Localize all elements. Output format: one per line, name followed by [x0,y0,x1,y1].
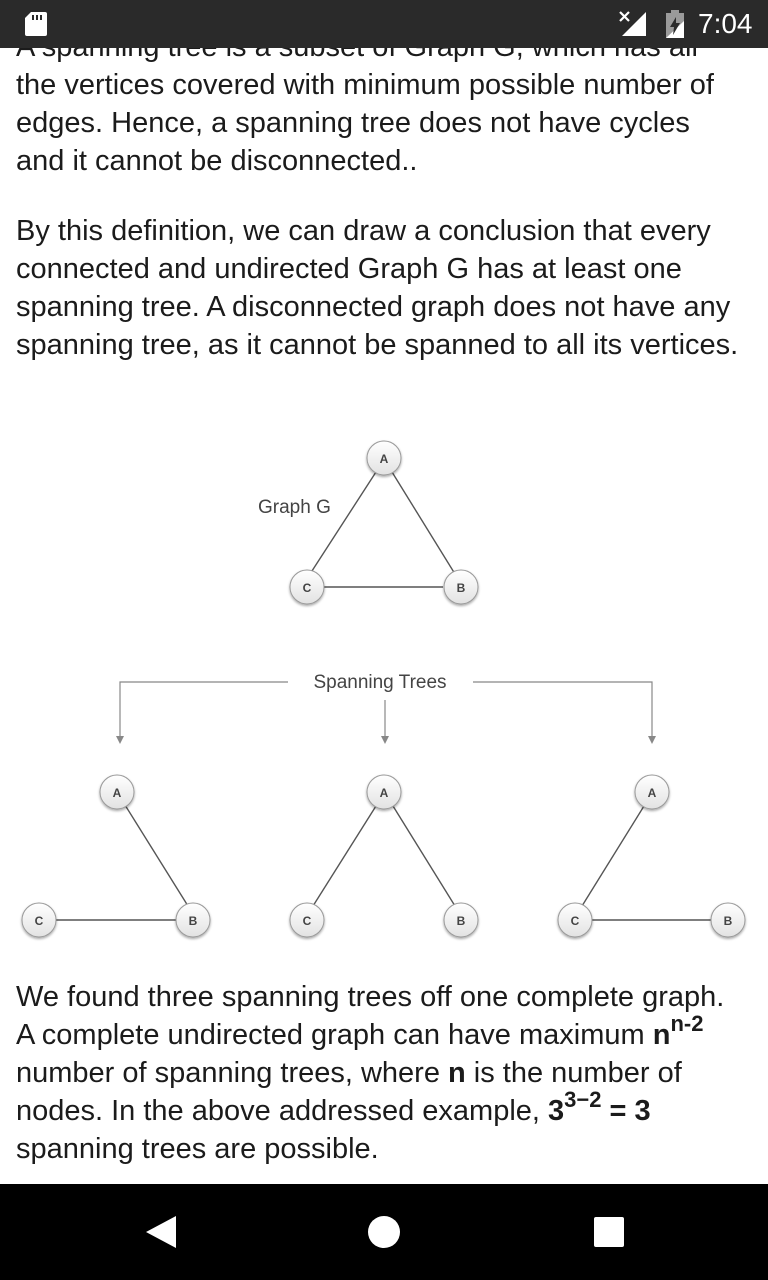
node-b: B [710,902,746,938]
battery-charging-icon [666,10,684,38]
sd-card-icon [25,12,47,36]
formula-3-exponent-text: 3−2 [564,1087,602,1113]
node-a-label: A [113,786,122,800]
recents-icon[interactable] [593,1216,625,1248]
arrow-center-head [381,736,389,744]
arrow-left-head [116,736,124,744]
article-content: A spanning tree is a subset of Graph G, … [16,31,746,1168]
graph-g: Graph G A C B [258,440,479,605]
home-icon[interactable] [366,1214,402,1250]
edge-ac [309,471,377,575]
spanning-trees-connector: Spanning Trees [116,672,656,744]
arrow-left [119,681,288,736]
spanning-tree-3: A C B [557,774,746,938]
spanning-tree-1: A C B [21,774,211,938]
formula-n-exponent-text: n-2 [670,1011,704,1037]
formula-3-result: = 3 [601,1095,651,1127]
paragraph-conclusion: By this definition, we can draw a conclu… [16,215,739,361]
paragraph-formula: We found three spanning trees off one co… [16,978,746,1168]
node-a: A [99,774,135,810]
node-c-label: C [303,914,312,928]
signal-no-data-icon [619,11,646,36]
node-c: C [289,902,325,938]
spanning-tree-diagram: Graph G A C B Spanning Trees [21,440,746,938]
formula-n-base: n [652,1019,671,1051]
spanning-trees-label: Spanning Trees [313,672,446,693]
node-b: B [175,902,211,938]
node-b-label: B [724,914,733,928]
formula-text-2: number of spanning trees, where [16,1057,449,1089]
formula-text-3: is the number of nodes. In the above add… [16,1057,682,1127]
node-b-label: B [457,914,466,928]
spanning-tree-2: A C B [289,774,479,938]
node-c-label: C [571,914,580,928]
node-c: C [21,902,57,938]
node-a: A [366,774,402,810]
node-a-label: A [380,786,389,800]
back-icon[interactable] [144,1214,178,1250]
status-bar: 7:04 [0,0,768,48]
formula-text-1: We found three spanning trees off one co… [16,981,725,1051]
node-b-label: B [189,914,198,928]
node-b-label: B [457,581,466,595]
formula-text-4: spanning trees are possible. [16,1133,379,1165]
node-b: B [443,902,479,938]
formula-3-exponent: 3−2 [564,1087,601,1112]
node-b: B [443,569,479,605]
node-a: A [634,774,670,810]
node-a-label: A [380,452,389,466]
formula-n: n [448,1057,466,1089]
node-a-label: A [648,786,657,800]
arrow-right-head [648,736,656,744]
node-c: C [289,569,325,605]
status-clock: 7:04 [698,8,753,39]
node-a: A [366,440,402,476]
arrow-right [473,681,653,736]
node-c: C [557,902,593,938]
edge-ab [391,471,456,575]
node-c-label: C [303,581,312,595]
formula-3-base: 3 [548,1095,565,1127]
node-c-label: C [35,914,44,928]
formula-n-exponent: n-2 [670,1011,703,1036]
graph-g-label: Graph G [258,497,331,518]
paragraph-definition: A spanning tree is a subset of Graph G, … [16,31,714,177]
